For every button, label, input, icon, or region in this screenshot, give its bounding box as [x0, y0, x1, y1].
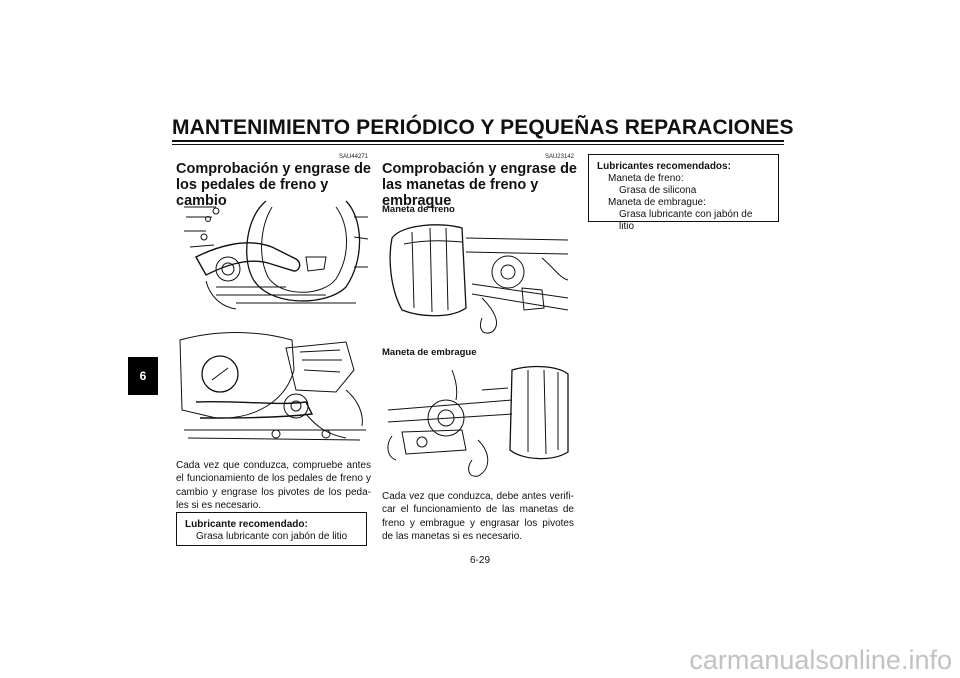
lubricant-heading: Lubricante recomendado:	[185, 519, 308, 530]
shift-pedal-illustration	[179, 332, 366, 441]
page-number: 6-29	[469, 555, 490, 566]
watermark[interactable]: carmanualsonline.info	[689, 645, 952, 675]
clutch-lever-label: Maneta de embrague	[382, 347, 477, 358]
clutch-lubricant-label: Maneta de embrague:	[608, 197, 706, 208]
lubricants-heading: Lubricantes recomendados:	[597, 161, 731, 172]
brake-lever-illustration	[389, 224, 569, 334]
brake-lubricant-value: Grasa de silicona	[619, 185, 697, 196]
section-title-levers: Comprobación y engrase de las manetas de…	[382, 161, 577, 209]
brake-lever-label: Maneta de freno	[382, 204, 455, 215]
levers-paragraph: Cada vez que conduzca, debe antes verifi…	[382, 491, 574, 542]
section-code: SAU44271	[338, 154, 368, 160]
lubricant-value: Grasa lubricante con jabón de litio	[196, 531, 348, 542]
brake-pedal-illustration	[184, 200, 369, 310]
pedals-paragraph: Cada vez que conduzca, compruebe antes e…	[176, 460, 371, 511]
lever-lubricants-box: Lubricantes recomendados: Maneta de fren…	[588, 154, 779, 232]
pedal-lubricant-box: Lubricante recomendado: Grasa lubricante…	[176, 512, 367, 546]
chapter-tab[interactable]: 6	[128, 357, 158, 395]
clutch-lubricant-value: Grasa lubricante con jabón de litio	[619, 209, 753, 232]
section-title-pedals: Comprobación y engrase de los pedales de…	[176, 161, 371, 209]
section-code: SAU23142	[544, 154, 574, 160]
brake-lubricant-label: Maneta de freno:	[608, 173, 684, 184]
header-rule-thin	[172, 144, 784, 145]
clutch-lever-illustration	[387, 365, 569, 477]
page-title: MANTENIMIENTO PERIÓDICO Y PEQUEÑAS REPAR…	[172, 116, 794, 139]
header-rule	[172, 140, 784, 142]
